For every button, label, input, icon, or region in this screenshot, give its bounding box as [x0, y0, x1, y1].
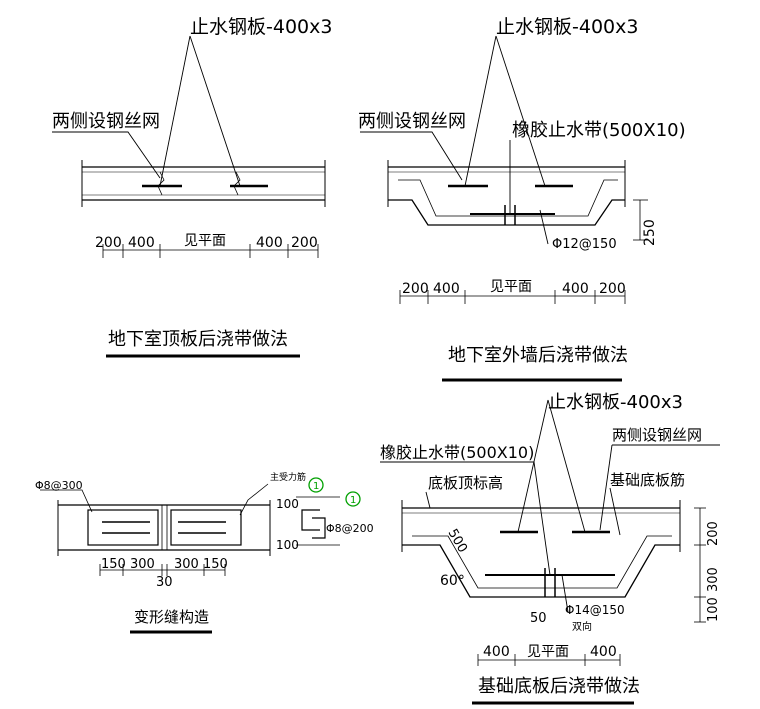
- right-stirrup: [170, 509, 242, 546]
- mesh-label: 两侧设钢丝网: [612, 426, 702, 444]
- detail-marker-2: [345, 491, 361, 507]
- dim-ticks: [102, 244, 319, 258]
- leader-plate-right: [189, 35, 241, 187]
- detail-marker-1: [308, 477, 324, 493]
- cut-line-left: [157, 171, 165, 196]
- dim-label-4: 400: [256, 235, 283, 251]
- slope-length-label: 500: [445, 527, 470, 556]
- joint-detail: Φ8@300 主受力筋 1 1 100 100 Φ8@200 150 300 3…: [35, 471, 374, 634]
- stop-plate-label: 止水钢板-400x3: [190, 16, 332, 38]
- wall-detail: 止水钢板-400x3 两侧设钢丝网 橡胶止水带(500X10) Φ12@150 …: [358, 16, 686, 382]
- two-way-label: 双向: [572, 620, 592, 633]
- dim-label-3: 见平面: [490, 279, 532, 295]
- height-label: 250: [642, 219, 658, 246]
- dim-top-label: 100: [276, 497, 299, 511]
- wall-caption: 地下室外墙后浇带做法: [448, 345, 628, 366]
- dim-label-1: 400: [483, 644, 510, 660]
- stop-plate-label: 止水钢板-400x3: [496, 16, 638, 38]
- dim-label-5: 200: [291, 235, 318, 251]
- vdim-label-2: 300: [706, 567, 721, 592]
- rebar-label: Φ12@150: [552, 237, 617, 252]
- offset-label: 50: [530, 611, 547, 626]
- marker-1-text: 1: [313, 481, 319, 492]
- leader-plate-left: [464, 35, 497, 187]
- dim-label-4: 400: [562, 281, 589, 297]
- wall-rebar-outline: [398, 179, 618, 217]
- pit-outline: [402, 544, 680, 598]
- rubber-label: 橡胶止水带(500X10): [380, 443, 534, 462]
- mesh-label: 两侧设钢丝网: [358, 111, 466, 132]
- dim-label-2: 400: [433, 281, 460, 297]
- dim-label-2: 300: [130, 557, 155, 572]
- dim-label-3: 300: [174, 557, 199, 572]
- dim-label-1: 200: [95, 235, 122, 251]
- base-slab-detail: 止水钢板-400x3 橡胶止水带(500X10) 两侧设钢丝网 底板顶标高 基础…: [380, 392, 721, 705]
- dim-label-4: 150: [203, 557, 228, 572]
- roof-slab-detail: 止水钢板-400x3 两侧设钢丝网 200 400 见平面 400 200 地下…: [52, 16, 332, 358]
- leader-plate-right: [495, 35, 546, 187]
- left-stirrup: [87, 509, 159, 546]
- angle-label: 60°: [440, 573, 465, 589]
- dim-ticks: [99, 564, 226, 576]
- base-rebar-label: 基础底板筋: [610, 471, 685, 489]
- joint-caption: 变形缝构造: [134, 608, 209, 626]
- main-bar-label: 主受力筋: [270, 471, 306, 483]
- rubber-label: 橡胶止水带(500X10): [512, 120, 686, 141]
- dim-label-5: 200: [599, 281, 626, 297]
- dim-label-2: 400: [128, 235, 155, 251]
- dim-ticks: [477, 654, 621, 666]
- rebar-label: Φ14@150: [565, 603, 625, 617]
- dim-label-3: 400: [590, 644, 617, 660]
- dim-label-2: 见平面: [527, 644, 569, 660]
- stirrup-label: Φ8@300: [35, 479, 83, 492]
- dim-ticks: [399, 290, 626, 304]
- dim-bottom-label: 100: [276, 538, 299, 552]
- rebar-label: Φ8@200: [326, 522, 374, 535]
- wall-bottom-outline: [388, 199, 625, 226]
- leader-rebar: [539, 209, 549, 245]
- mesh-label: 两侧设钢丝网: [52, 111, 160, 132]
- base-caption: 基础底板后浇带做法: [478, 676, 640, 697]
- leader-mesh: [52, 131, 161, 179]
- gap-label: 30: [156, 575, 173, 590]
- stop-plate-label: 止水钢板-400x3: [548, 392, 683, 413]
- dim-label-3: 见平面: [184, 233, 226, 249]
- top-level-label: 底板顶标高: [428, 474, 503, 492]
- vdim-label-1: 200: [706, 521, 721, 546]
- dim-label-1: 150: [101, 557, 126, 572]
- roof-caption: 地下室顶板后浇带做法: [108, 329, 288, 350]
- dim-label-1: 200: [402, 281, 429, 297]
- leader-plate-left: [159, 35, 191, 187]
- vdim-label-3: 100: [706, 597, 721, 622]
- pit-rebar-outline: [412, 535, 672, 589]
- cut-line-right: [233, 171, 241, 196]
- marker-2-text: 1: [350, 495, 356, 506]
- leader-mesh: [360, 131, 463, 181]
